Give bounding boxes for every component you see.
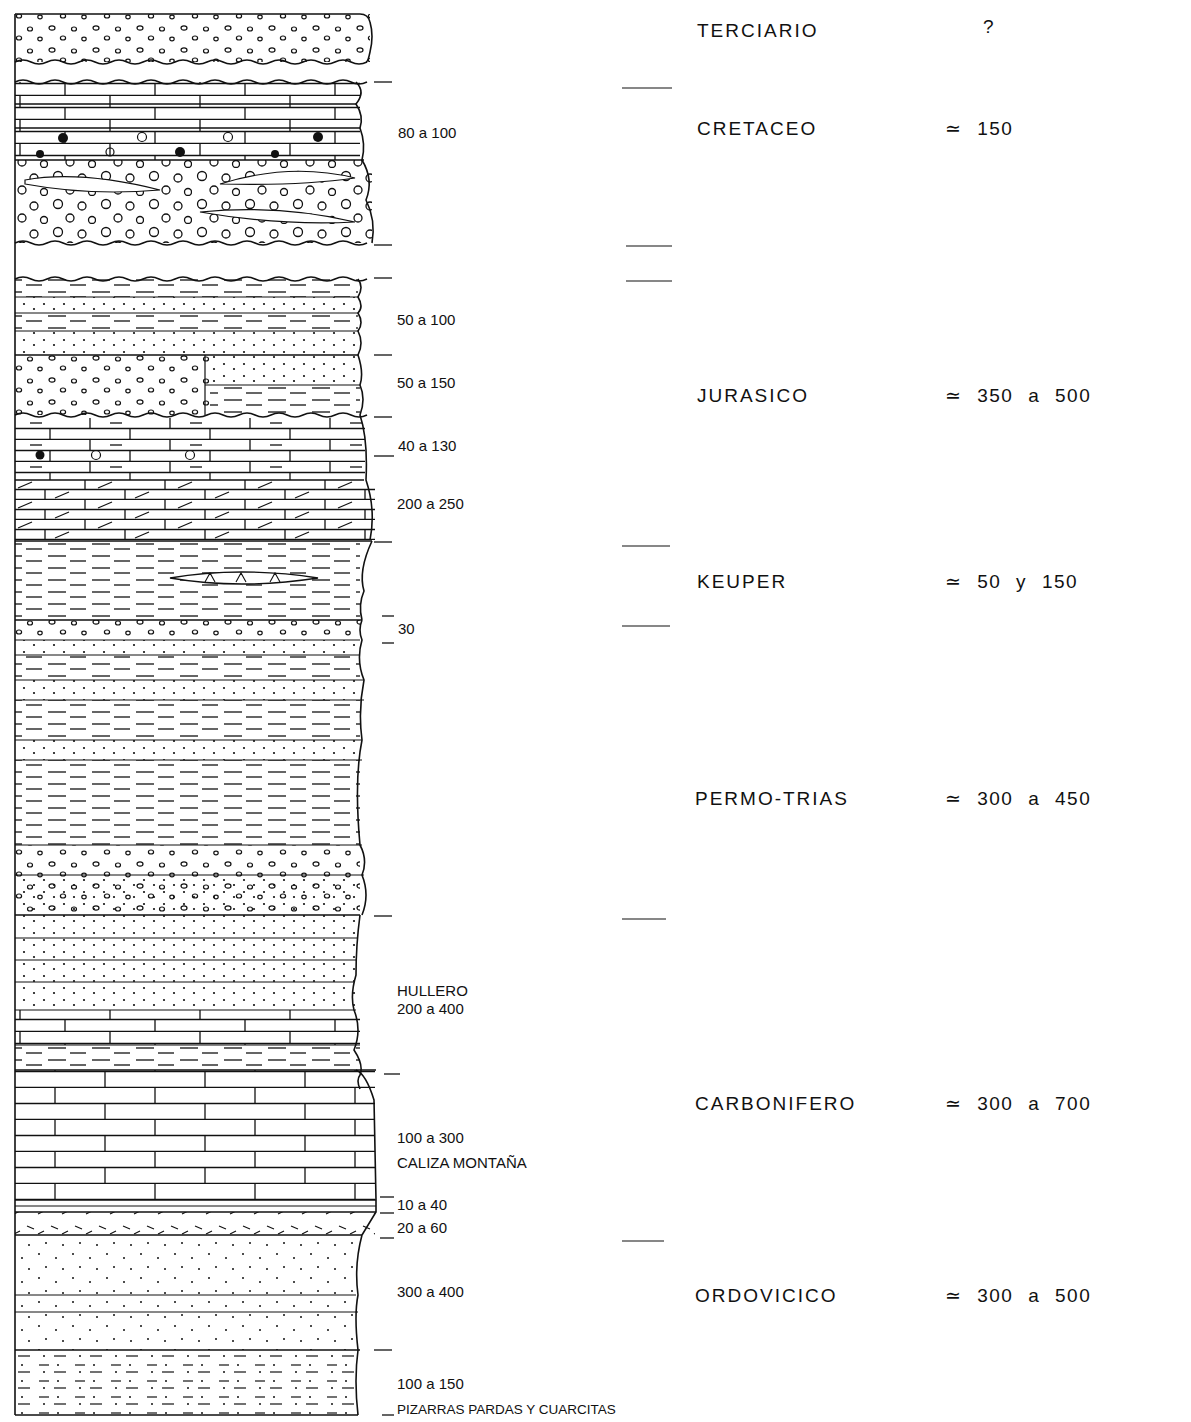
query-mark: ? xyxy=(983,16,996,39)
unit-thickness: ≃ 350 a 500 xyxy=(945,385,1091,408)
unit-name: PERMO-TRIAS xyxy=(695,788,849,811)
lithology-note: CALIZA MONTAÑA xyxy=(397,1154,527,1172)
thickness-label: 80 a 100 xyxy=(398,124,456,142)
unit-name: KEUPER xyxy=(697,571,787,594)
thickness-label: 300 a 400 xyxy=(397,1283,464,1301)
unit-thickness: ≃ 300 a 700 xyxy=(945,1093,1091,1116)
thickness-label: 50 a 100 xyxy=(397,311,455,329)
unit-name: JURASICO xyxy=(697,385,809,408)
unit-thickness: ≃ 300 a 500 xyxy=(945,1285,1091,1308)
unit-thickness: ≃ 150 xyxy=(945,118,1013,141)
thickness-label: 100 a 150 xyxy=(397,1375,464,1393)
unit-name: ORDOVICICO xyxy=(695,1285,837,1308)
thickness-label: 30 xyxy=(398,620,415,638)
unit-thickness: ≃ 300 a 450 xyxy=(945,788,1091,811)
unit-name: CRETACEO xyxy=(697,118,817,141)
thickness-label: 10 a 40 xyxy=(397,1196,447,1214)
unit-name: TERCIARIO xyxy=(697,20,818,43)
unit-thickness: ≃ 50 y 150 xyxy=(945,571,1078,594)
thickness-label: 100 a 300 xyxy=(397,1129,464,1147)
thickness-label: 200 a 250 xyxy=(397,495,464,513)
thickness-label: 50 a 150 xyxy=(397,374,455,392)
thickness-label: 40 a 130 xyxy=(398,437,456,455)
thickness-label: HULLERO 200 a 400 xyxy=(397,982,482,1018)
thickness-label: 20 a 60 xyxy=(397,1219,447,1237)
lithology-note: PIZARRAS PARDAS Y CUARCITAS xyxy=(397,1403,616,1418)
unit-name: CARBONIFERO xyxy=(695,1093,856,1116)
